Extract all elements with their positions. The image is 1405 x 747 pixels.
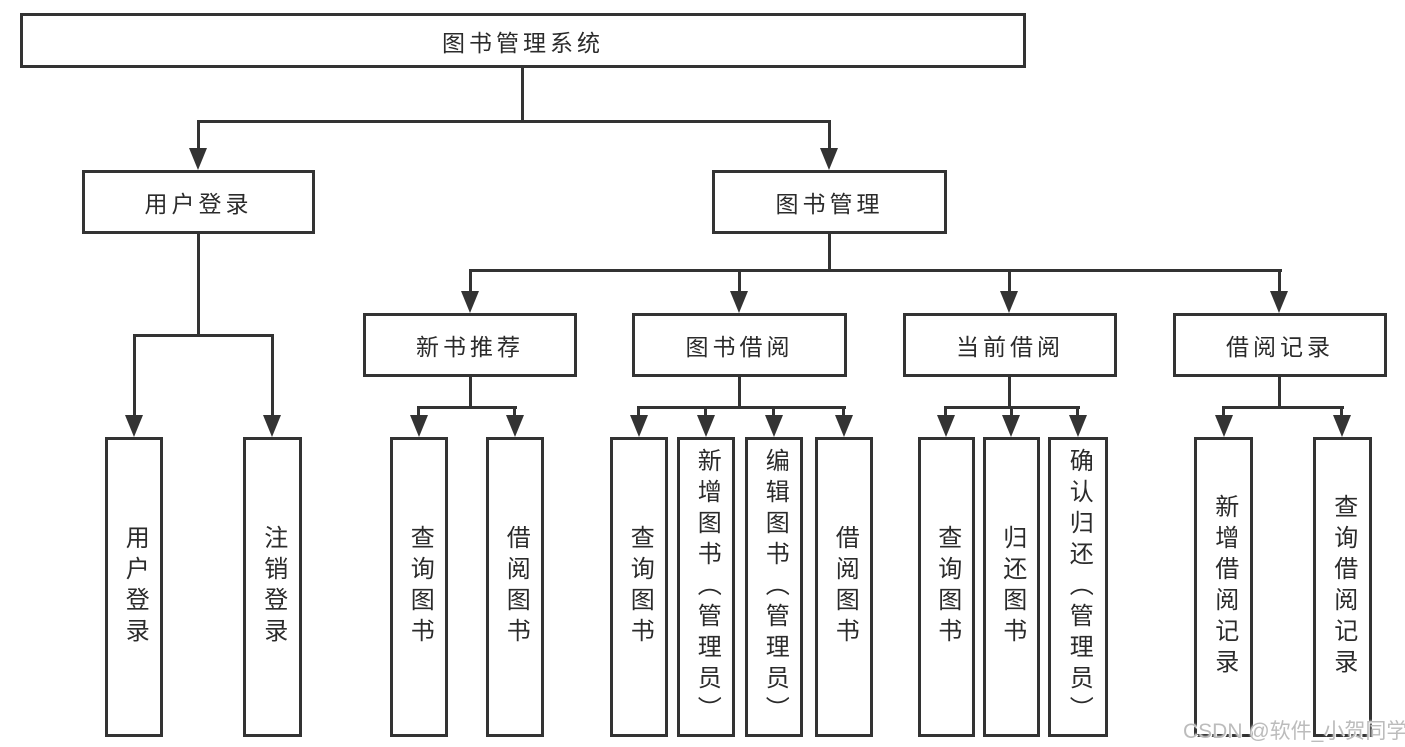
- node-borrow-edit-books: 编辑图书（管理员）: [745, 437, 803, 737]
- node-recommend-query-books-label: 查询图书: [406, 525, 434, 649]
- node-borrow-query-books: 查询图书: [610, 437, 668, 737]
- connector-line: [637, 406, 846, 409]
- node-user-login: 用户登录: [82, 170, 315, 234]
- connector-line: [944, 406, 947, 417]
- arrow-down-icon: [506, 415, 524, 437]
- connector-line: [197, 120, 831, 123]
- connector-line: [521, 68, 524, 122]
- arrow-down-icon: [1215, 415, 1233, 437]
- csdn-watermark: CSDN @软件_小贺同学: [1183, 720, 1405, 743]
- node-borrow-borrow-books-label: 借阅图书: [831, 525, 859, 649]
- node-user-login-leaf-label: 用户登录: [121, 525, 149, 649]
- node-records-query-record: 查询借阅记录: [1313, 437, 1372, 737]
- node-recommend-borrow-books-label: 借阅图书: [502, 525, 530, 649]
- node-current-borrow: 当前借阅: [903, 313, 1117, 377]
- node-borrow-add-books: 新增图书（管理员）: [677, 437, 735, 737]
- arrow-down-icon: [820, 148, 838, 170]
- connector-line: [637, 406, 640, 417]
- connector-line: [1008, 377, 1011, 409]
- arrow-down-icon: [697, 415, 715, 437]
- node-recommend-borrow-books: 借阅图书: [486, 437, 544, 737]
- connector-line: [271, 334, 274, 416]
- arrow-down-icon: [1000, 291, 1018, 313]
- node-user-login-leaf: 用户登录: [105, 437, 163, 737]
- node-borrow-add-books-label: 新增图书（管理员）: [693, 447, 721, 727]
- node-logout: 注销登录: [243, 437, 302, 737]
- arrow-down-icon: [765, 415, 783, 437]
- arrow-down-icon: [630, 415, 648, 437]
- arrow-down-icon: [189, 148, 207, 170]
- connector-line: [842, 406, 845, 417]
- node-new-book-recommend: 新书推荐: [363, 313, 577, 377]
- connector-line: [828, 234, 831, 271]
- node-borrow-query-books-label: 查询图书: [626, 525, 654, 649]
- node-records-query-record-label: 查询借阅记录: [1329, 494, 1357, 680]
- arrow-down-icon: [1270, 291, 1288, 313]
- connector-line: [772, 406, 775, 417]
- connector-line: [1278, 377, 1281, 409]
- node-records-add-record-label: 新增借阅记录: [1210, 494, 1238, 680]
- connector-line: [513, 406, 516, 417]
- connector-line: [704, 406, 707, 417]
- connector-line: [1010, 406, 1013, 417]
- connector-line: [197, 120, 200, 150]
- connector-line: [469, 269, 472, 292]
- connector-line: [197, 233, 200, 336]
- connector-line: [1340, 406, 1343, 417]
- node-book-borrow-label: 图书借阅: [685, 334, 794, 360]
- connector-line: [1222, 406, 1225, 417]
- connector-line: [469, 269, 1282, 272]
- connector-line: [417, 406, 420, 417]
- arrow-down-icon: [1002, 415, 1020, 437]
- connector-line: [1076, 406, 1079, 417]
- arrow-down-icon: [125, 415, 143, 437]
- node-book-borrow: 图书借阅: [632, 313, 847, 377]
- node-book-management: 图书管理: [712, 170, 947, 234]
- node-current-query-books-label: 查询图书: [933, 525, 961, 649]
- node-library-system: 图书管理系统: [20, 13, 1026, 68]
- arrow-down-icon: [461, 291, 479, 313]
- arrow-down-icon: [1069, 415, 1087, 437]
- connector-line: [1008, 269, 1011, 292]
- arrow-down-icon: [1333, 415, 1351, 437]
- connector-line: [738, 377, 741, 409]
- arrow-down-icon: [730, 291, 748, 313]
- node-borrow-edit-books-label: 编辑图书（管理员）: [761, 447, 789, 727]
- node-current-return-books: 归还图书: [983, 437, 1040, 737]
- arrow-down-icon: [263, 415, 281, 437]
- node-user-login-label: 用户登录: [144, 191, 253, 217]
- node-borrow-borrow-books: 借阅图书: [815, 437, 873, 737]
- node-new-book-recommend-label: 新书推荐: [416, 334, 524, 360]
- node-recommend-query-books: 查询图书: [390, 437, 448, 737]
- arrow-down-icon: [835, 415, 853, 437]
- node-current-confirm-return-label: 确认归还（管理员）: [1065, 447, 1093, 727]
- connector-line: [133, 334, 136, 416]
- arrow-down-icon: [937, 415, 955, 437]
- node-current-query-books: 查询图书: [918, 437, 975, 737]
- node-library-system-label: 图书管理系统: [442, 29, 604, 56]
- node-current-return-books-label: 归还图书: [998, 525, 1026, 649]
- arrow-down-icon: [410, 415, 428, 437]
- node-borrow-records: 借阅记录: [1173, 313, 1387, 377]
- connector-line: [828, 120, 831, 150]
- node-logout-label: 注销登录: [259, 525, 287, 649]
- connector-line: [133, 334, 274, 337]
- connector-line: [1278, 269, 1281, 292]
- node-records-add-record: 新增借阅记录: [1194, 437, 1253, 737]
- node-current-confirm-return: 确认归还（管理员）: [1048, 437, 1108, 737]
- connector-line: [469, 377, 472, 409]
- node-current-borrow-label: 当前借阅: [956, 334, 1064, 360]
- connector-line: [738, 269, 741, 292]
- connector-line: [417, 406, 517, 409]
- node-book-management-label: 图书管理: [775, 191, 884, 217]
- connector-line: [1222, 406, 1344, 409]
- node-borrow-records-label: 借阅记录: [1226, 334, 1334, 360]
